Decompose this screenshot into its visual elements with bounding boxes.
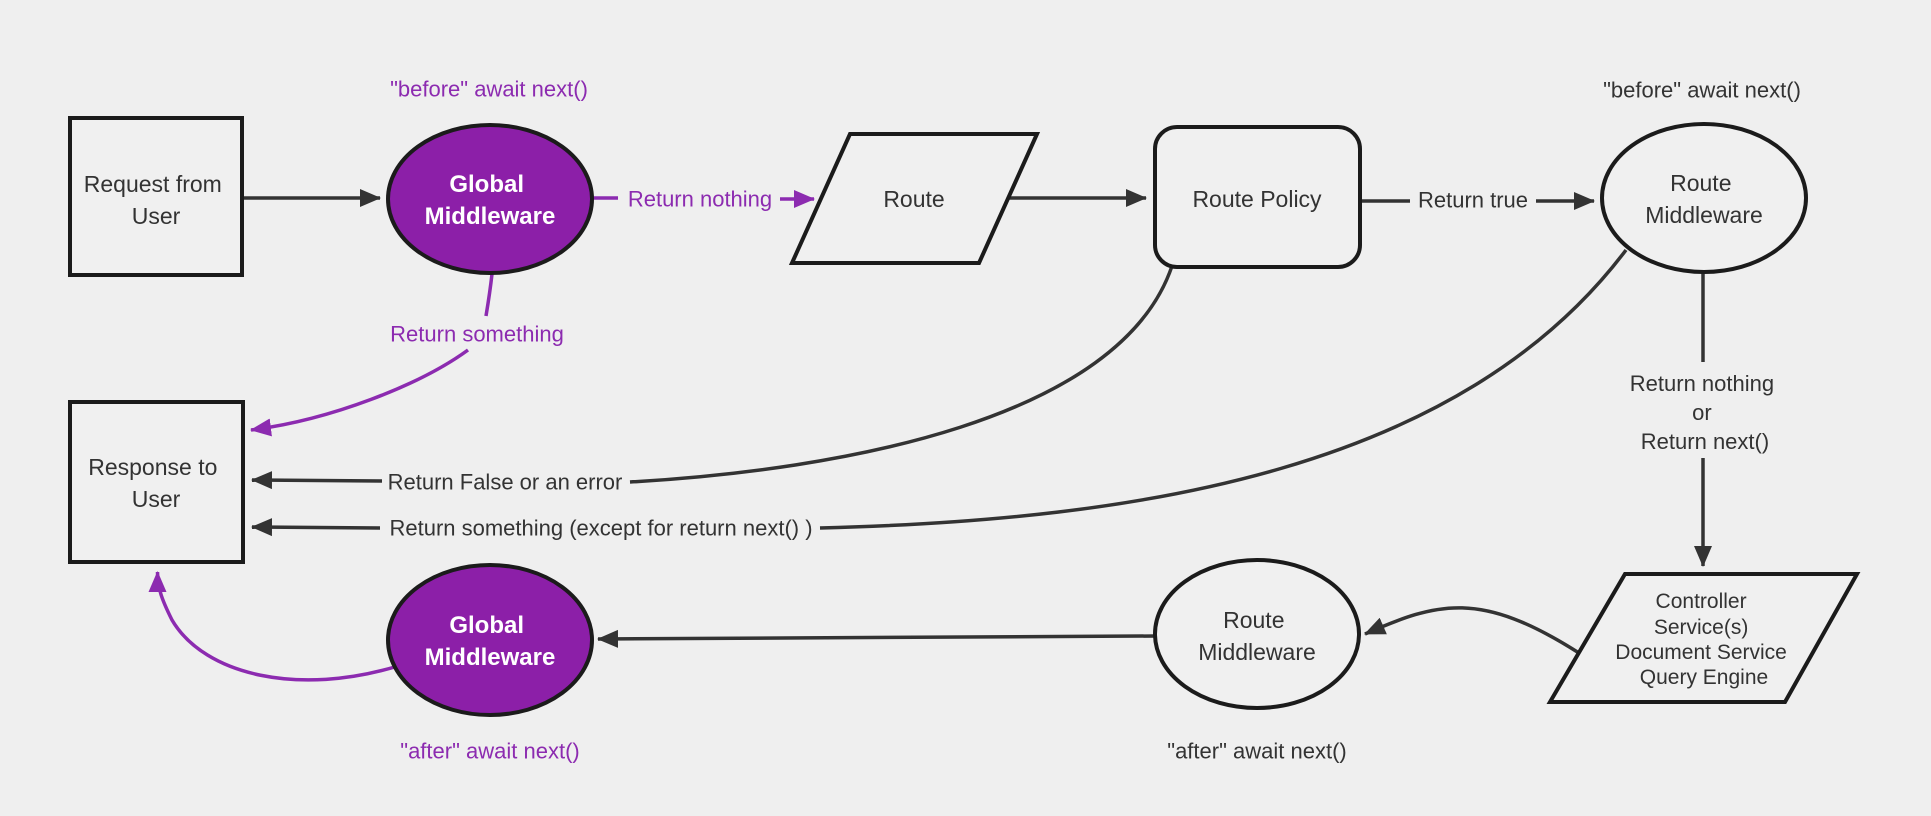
route-policy-node: Route Policy: [1153, 125, 1362, 269]
route-middleware-bottom-label: Route Middleware: [1198, 607, 1316, 665]
route-middleware-top-node: Route Middleware: [1600, 122, 1808, 274]
edge-middleware-return-something-arrow: [251, 518, 381, 537]
edge-global-middleware-to-response: [148, 571, 399, 682]
label-return-nothing-or-line2: or: [1692, 400, 1712, 425]
controller-stack-line2: Service(s): [1654, 616, 1749, 639]
controller-stack-shape: [1546, 572, 1861, 704]
route-middleware-top-label: Route Middleware: [1645, 170, 1763, 228]
label-return-nothing: Return nothing: [628, 187, 772, 212]
edge-policy-return-false-curve: [629, 265, 1174, 484]
controller-stack-line4: Query Engine: [1640, 666, 1768, 689]
label-before-await-global: "before" await next(): [390, 77, 588, 102]
global-middleware-bottom-line2: Middleware: [425, 644, 556, 671]
label-return-nothing-or-line1: Return nothing: [1630, 371, 1774, 396]
controller-stack-line3: Document Service: [1615, 641, 1787, 664]
global-middleware-top-label: Global Middleware: [425, 171, 556, 230]
response-node-shape: [68, 400, 245, 564]
response-node-label: Response to User: [88, 454, 224, 512]
response-node: Response to User: [68, 400, 245, 564]
route-node-shape: [788, 132, 1041, 265]
request-node-line1: Request from: [84, 171, 222, 197]
label-before-await-route: "before" await next(): [1603, 78, 1801, 103]
route-middleware-bottom-line1: Route: [1223, 607, 1284, 633]
route-middleware-bottom-shape: [1153, 558, 1361, 710]
route-policy-node-shape: [1153, 125, 1362, 269]
request-node-shape: [68, 116, 244, 277]
label-return-something: Return something: [390, 322, 564, 347]
edge-global-return-something-segment-1: [484, 273, 494, 317]
controller-stack-label: Controller Service(s) Document Service Q…: [1615, 590, 1792, 689]
label-return-true: Return true: [1418, 188, 1528, 213]
route-node-label: Route: [883, 186, 944, 212]
global-middleware-top-line2: Middleware: [425, 203, 556, 230]
request-node: Request from User: [68, 116, 244, 277]
global-middleware-bottom-line1: Global: [449, 612, 524, 639]
route-node: Route: [788, 132, 1041, 265]
label-after-await-global: "after" await next(): [400, 739, 579, 764]
label-return-nothing-or-line3: Return next(): [1641, 429, 1769, 454]
response-node-line1: Response to: [88, 454, 217, 480]
label-return-nothing-or-next: Return nothing or Return next(): [1630, 371, 1780, 454]
global-middleware-top-shape: [386, 123, 594, 275]
edge-route-middleware-to-global-middleware: [597, 629, 1156, 648]
edge-middleware-return-something-curve: [819, 248, 1628, 530]
global-middleware-top-node: Global Middleware: [386, 123, 594, 275]
request-node-line2: User: [132, 203, 181, 229]
global-middleware-top-line1: Global: [449, 171, 524, 198]
controller-stack-node: Controller Service(s) Document Service Q…: [1546, 572, 1861, 704]
edge-policy-return-false-arrow: [251, 471, 383, 490]
route-middleware-top-line2: Middleware: [1645, 202, 1763, 228]
response-node-line2: User: [132, 486, 181, 512]
label-after-await-route: "after" await next(): [1167, 739, 1346, 764]
route-middleware-top-shape: [1600, 122, 1808, 274]
label-return-false-or-error: Return False or an error: [388, 470, 623, 495]
global-middleware-bottom-node: Global Middleware: [386, 563, 594, 717]
route-policy-node-label: Route Policy: [1192, 186, 1322, 212]
request-node-label: Request from User: [84, 171, 228, 229]
controller-stack-line1: Controller: [1656, 590, 1747, 613]
global-middleware-bottom-label: Global Middleware: [425, 612, 556, 671]
edge-controller-to-route-middleware-bottom: [1364, 606, 1580, 655]
route-middleware-top-line1: Route: [1670, 170, 1731, 196]
label-return-something-except: Return something (except for return next…: [389, 516, 812, 541]
route-middleware-bottom-line2: Middleware: [1198, 639, 1316, 665]
route-middleware-bottom-node: Route Middleware: [1153, 558, 1361, 710]
edge-global-return-something-segment-2: [250, 348, 470, 437]
global-middleware-bottom-shape: [386, 563, 594, 717]
